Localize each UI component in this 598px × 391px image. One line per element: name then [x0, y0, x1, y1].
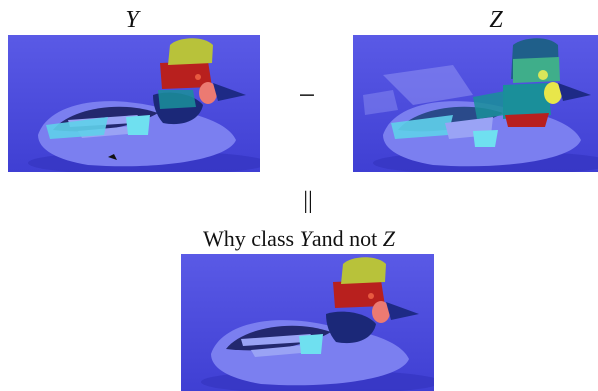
caption-middle: and not — [311, 226, 383, 251]
red-band — [160, 61, 212, 89]
caption-prefix: Why class — [203, 226, 300, 251]
equals-operator: || — [303, 188, 313, 214]
panel-class-z — [353, 35, 598, 172]
heatmap-y-svg — [8, 35, 260, 172]
yellow-green-cap — [168, 38, 213, 65]
caption-class-y: Y — [299, 226, 312, 251]
cyan-patch-2 — [126, 115, 150, 135]
label-class-y: Y — [125, 7, 139, 33]
caption-why-y-not-z: Why class Yand not Z — [0, 225, 598, 253]
salmon-cheek — [199, 82, 217, 104]
label-class-z: Z — [489, 7, 503, 33]
panel-contrastive — [181, 254, 434, 391]
minus-operator: − — [298, 79, 316, 112]
caption-class-z: Z — [382, 226, 395, 251]
heatmap-z-svg — [353, 35, 598, 172]
cyan-patch — [46, 117, 108, 139]
red-breast — [505, 113, 549, 127]
panel-class-y — [8, 35, 260, 172]
heatmap-diff-svg — [181, 254, 434, 391]
